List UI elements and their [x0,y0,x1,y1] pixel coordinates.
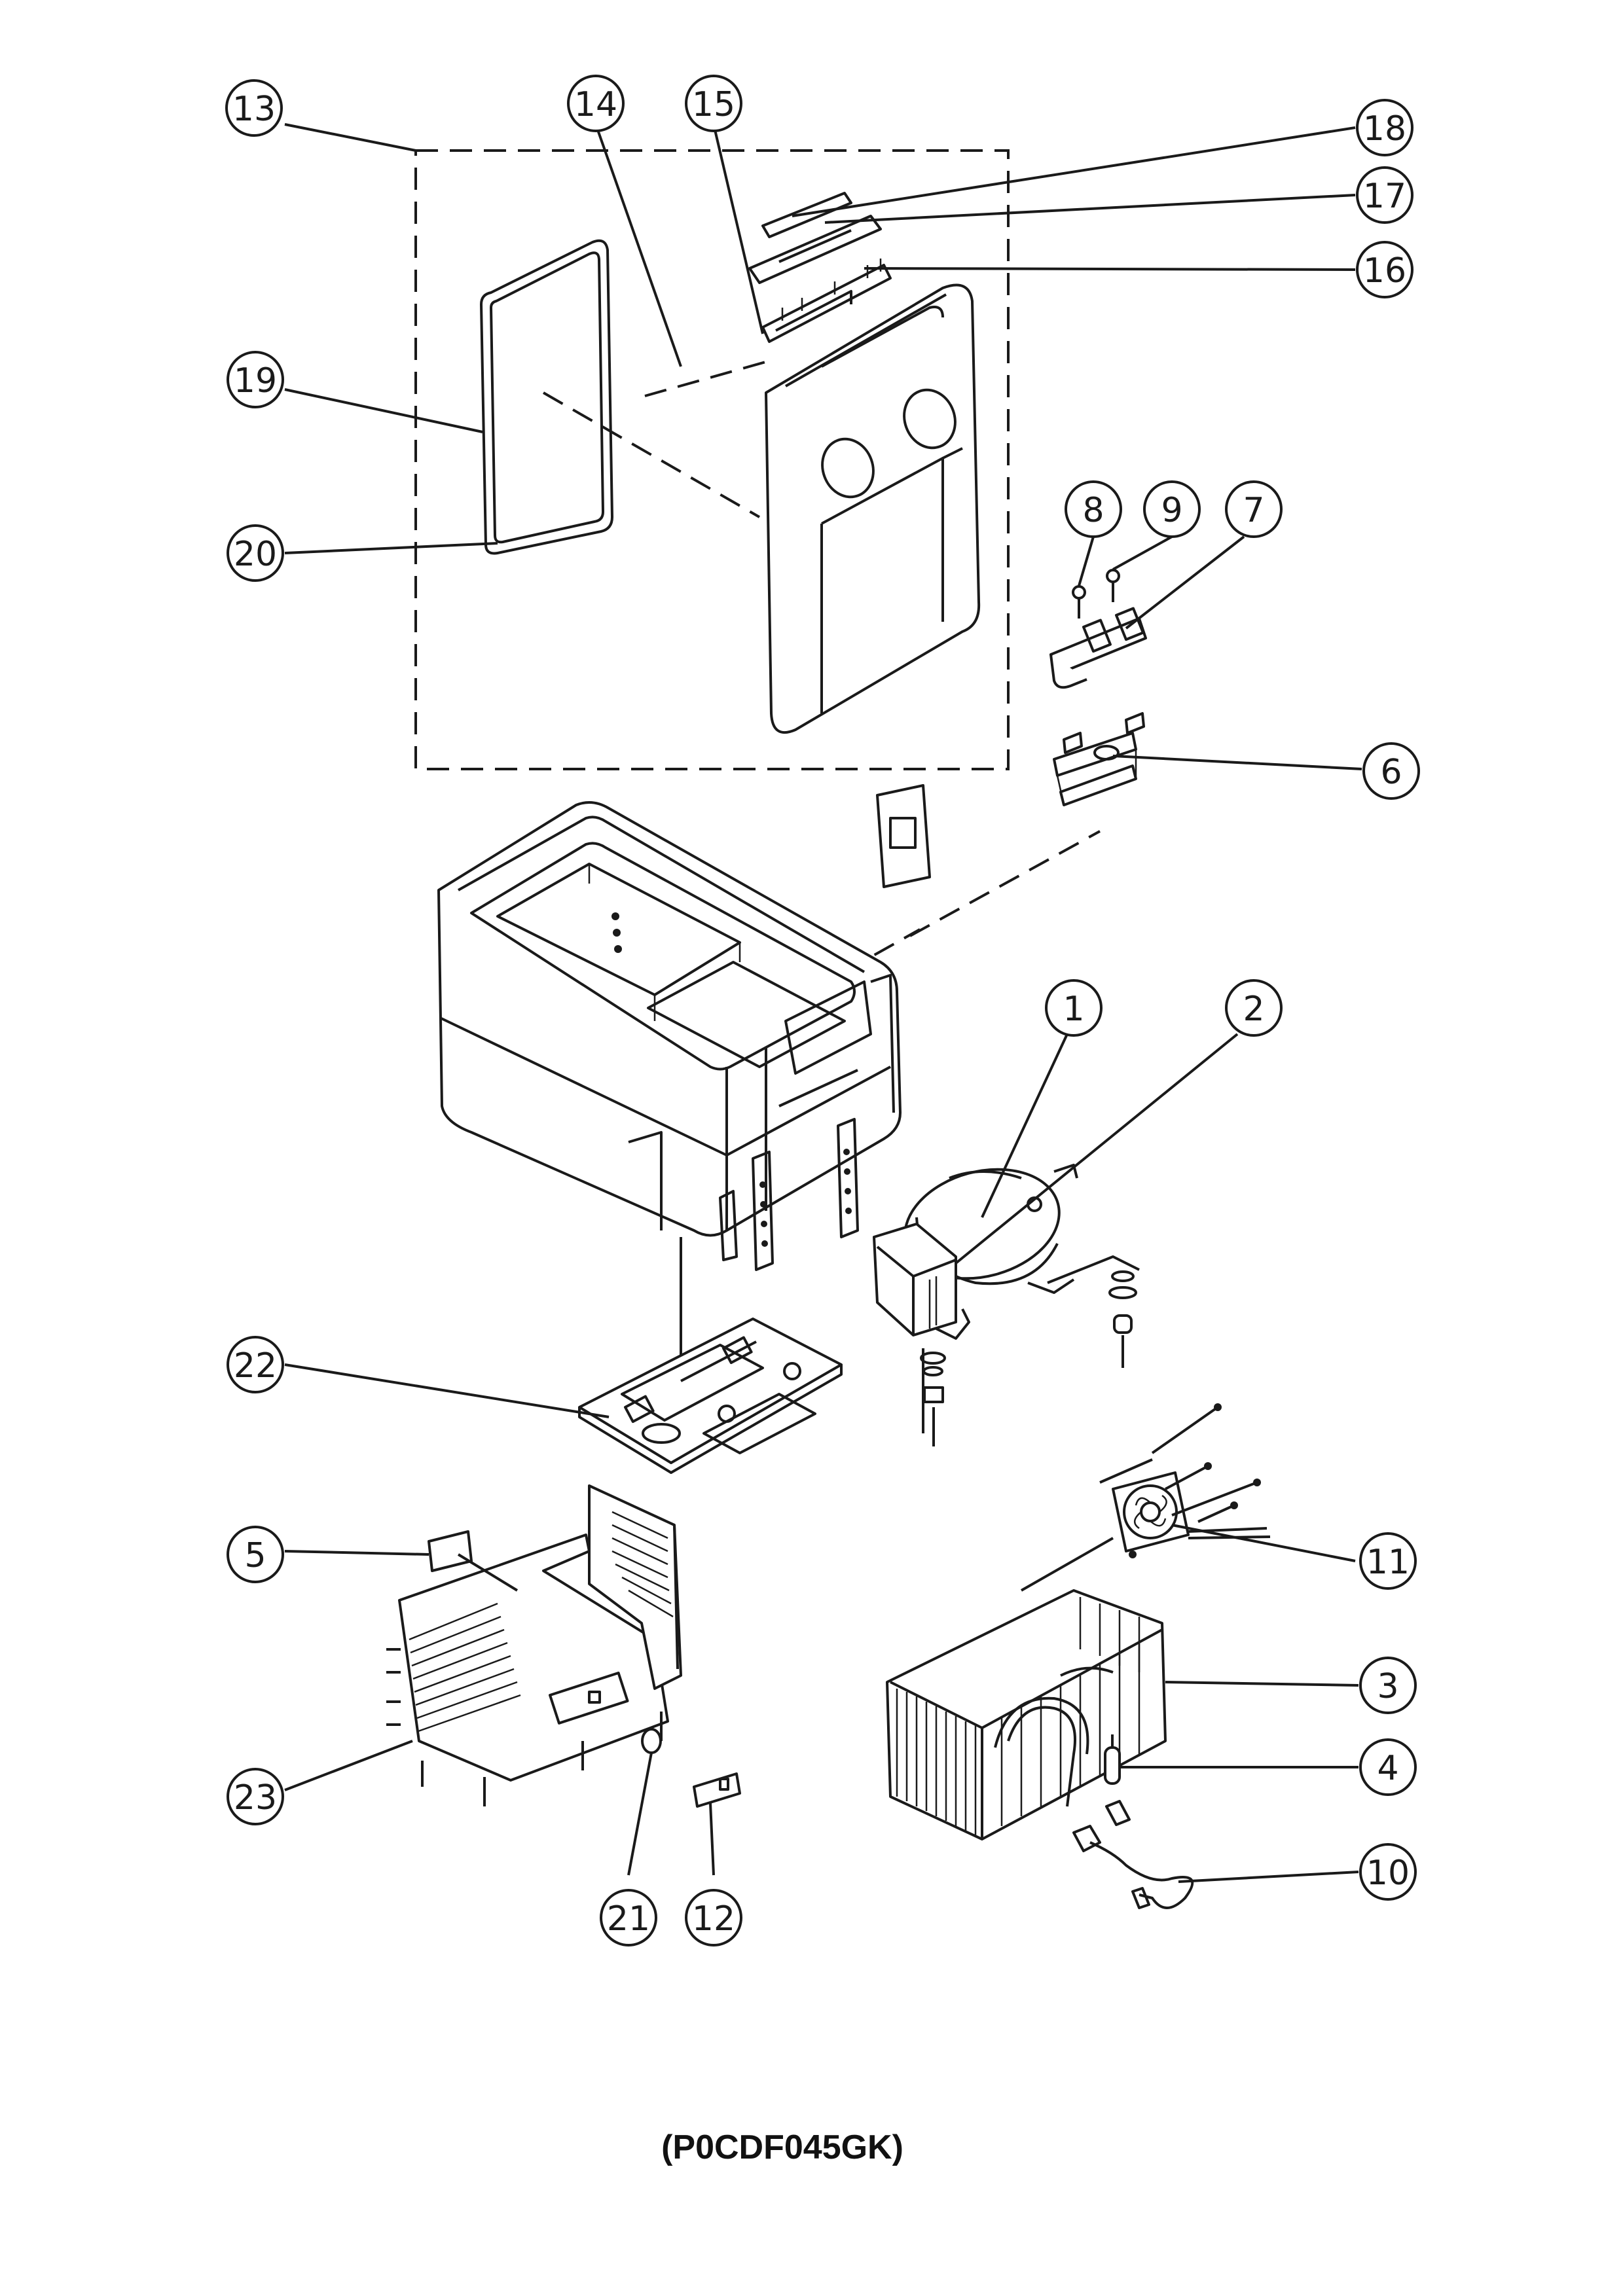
svg-text:13: 13 [232,90,276,129]
svg-text:6: 6 [1380,753,1402,792]
svg-text:21: 21 [607,1899,650,1939]
condenser-3 [886,1589,1167,1840]
svg-text:8: 8 [1082,491,1104,530]
switch-plate-12 [693,1772,741,1808]
svg-text:10: 10 [1366,1854,1410,1893]
callout-17: 17 [1356,166,1413,224]
callout-8: 8 [1065,480,1122,538]
svg-text:18: 18 [1363,109,1406,149]
switch-knob-21 [641,1728,662,1754]
lid-panel [765,283,981,734]
svg-text:9: 9 [1161,491,1182,530]
condenser-fins [896,1597,1140,1835]
callout-5: 5 [227,1526,284,1583]
callout-11: 11 [1359,1532,1417,1590]
base-plate-22 [578,1318,843,1474]
cabinet-body [437,801,902,1271]
rear-grille-cover-23 [386,1484,682,1806]
hinge-assembly [1049,569,1147,806]
lid-hinge-plate-16 [761,259,892,343]
lid-gasket [480,239,613,555]
hinge-screw-9 [1106,569,1120,602]
callout-3: 3 [1359,1657,1417,1714]
label-plate-5 [428,1530,473,1572]
callout-1: 1 [1045,979,1103,1037]
callout-7: 7 [1225,480,1283,538]
callout-4: 4 [1359,1738,1417,1796]
condenser-fan-11 [1021,1403,1271,1592]
lid-label-18 [761,192,852,238]
svg-text:1: 1 [1063,990,1084,1029]
callout-9: 9 [1143,480,1201,538]
svg-text:16: 16 [1363,251,1406,291]
hinge-pin-axis-line [644,359,773,397]
svg-text:14: 14 [574,85,617,124]
callout-2: 2 [1225,979,1283,1037]
gasket-axis-line [543,391,760,518]
control-panel [876,784,931,888]
callout-16: 16 [1356,241,1413,298]
lid-assembly-dashed-outline [414,149,1010,770]
model-code-label: (P0CDF045GK) [661,2128,903,2166]
svg-text:23: 23 [234,1778,277,1818]
fan-axis-line [1021,1537,1114,1592]
callout-15: 15 [685,75,742,132]
svg-text:5: 5 [244,1536,266,1575]
callout-22: 22 [227,1336,284,1393]
svg-text:11: 11 [1366,1543,1410,1582]
callout-13: 13 [225,79,283,137]
svg-text:20: 20 [234,535,277,574]
svg-text:15: 15 [692,85,735,124]
lid-hinge-cover-17 [748,215,882,284]
callout-21: 21 [600,1889,657,1946]
callout-19: 19 [227,351,284,408]
svg-text:3: 3 [1377,1667,1398,1706]
svg-text:12: 12 [692,1899,735,1939]
callout-14: 14 [567,75,625,132]
control-panel-axis-line [909,830,1101,937]
hinge-bracket-6 [1053,712,1145,806]
callout-10: 10 [1359,1843,1417,1901]
callout-6: 6 [1362,742,1420,800]
callout-20: 20 [227,524,284,582]
svg-text:19: 19 [234,361,277,401]
svg-text:17: 17 [1363,177,1406,216]
callout-12: 12 [685,1889,742,1946]
callout-18: 18 [1356,99,1413,156]
drier-4 [1104,1734,1121,1785]
callout-23: 23 [227,1768,284,1825]
hinge-7 [1049,607,1147,689]
svg-text:4: 4 [1377,1749,1398,1788]
compressor [873,1164,1140,1446]
svg-text:2: 2 [1243,990,1264,1029]
svg-text:7: 7 [1243,491,1264,530]
grille-slats [409,1511,674,1732]
lid-assembly-group [414,149,1010,770]
power-cord-10 [1072,1800,1194,1909]
label-plate-leader [457,1553,519,1592]
leader-lines [284,123,1362,1883]
hinge-screw-8 [1072,585,1086,619]
svg-text:22: 22 [234,1346,277,1386]
